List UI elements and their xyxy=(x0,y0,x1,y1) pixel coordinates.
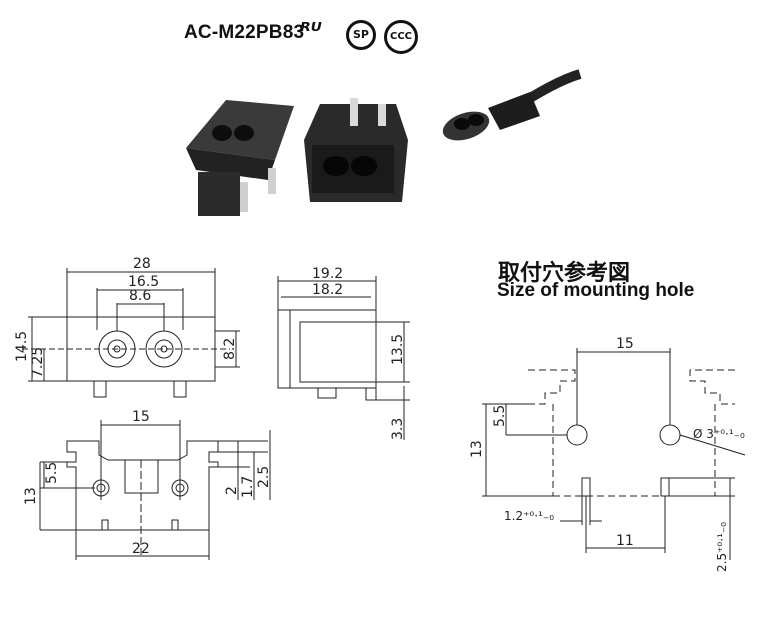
dim-16-5: 16.5 xyxy=(128,274,159,290)
dim-slot-height: 2.5⁺⁰·¹₋₀ xyxy=(715,522,729,572)
model-number: AC-M22PB83 xyxy=(184,22,305,43)
dim-13-5: 13.5 xyxy=(390,334,406,365)
bottom-view xyxy=(39,420,271,560)
dim-3-3: 3.3 xyxy=(390,418,406,440)
dim-bottom-13: 13 xyxy=(23,487,39,505)
csa-mark: SP xyxy=(346,20,376,50)
mounting-hole-title-cn: 取付穴参考図 xyxy=(498,261,631,286)
dim-18-2: 18.2 xyxy=(312,282,343,298)
dim-7-25: 7.25 xyxy=(30,347,46,378)
ul-recognized-mark: ᴿᵁ xyxy=(300,19,322,44)
dim-hole-5-5: 5.5 xyxy=(492,405,508,427)
dim-bottom-2-5: 2.5 xyxy=(256,466,272,488)
dim-slot-width: 1.2⁺⁰·¹₋₀ xyxy=(504,509,554,523)
dim-bottom-5-5: 5.5 xyxy=(44,462,60,484)
dim-hole-11: 11 xyxy=(616,533,634,549)
mounting-hole-drawing xyxy=(482,348,746,560)
dim-bottom-1-7: 1.7 xyxy=(240,476,256,498)
dim-bottom-2: 2 xyxy=(224,486,240,495)
ccc-mark: CCC xyxy=(384,20,418,54)
dim-19-2: 19.2 xyxy=(312,266,343,282)
dim-hole-diameter: Ø 3⁺⁰·¹₋₀ xyxy=(693,427,745,441)
dim-28: 28 xyxy=(133,256,151,272)
dim-8-2: 8.2 xyxy=(222,338,238,360)
dim-14-5: 14.5 xyxy=(14,331,30,362)
dim-bottom-22: 22 xyxy=(132,541,150,557)
side-view xyxy=(277,276,410,440)
mounting-hole-title-en: Size of mounting hole xyxy=(497,280,695,301)
product-photo-cord xyxy=(442,69,582,141)
product-photo-rear xyxy=(304,98,408,202)
front-view xyxy=(22,268,240,398)
product-photo-front xyxy=(186,100,294,216)
dim-hole-15: 15 xyxy=(616,336,634,352)
dim-8-6: 8.6 xyxy=(129,288,151,304)
dim-bottom-15: 15 xyxy=(132,409,150,425)
dim-hole-13: 13 xyxy=(469,440,485,458)
